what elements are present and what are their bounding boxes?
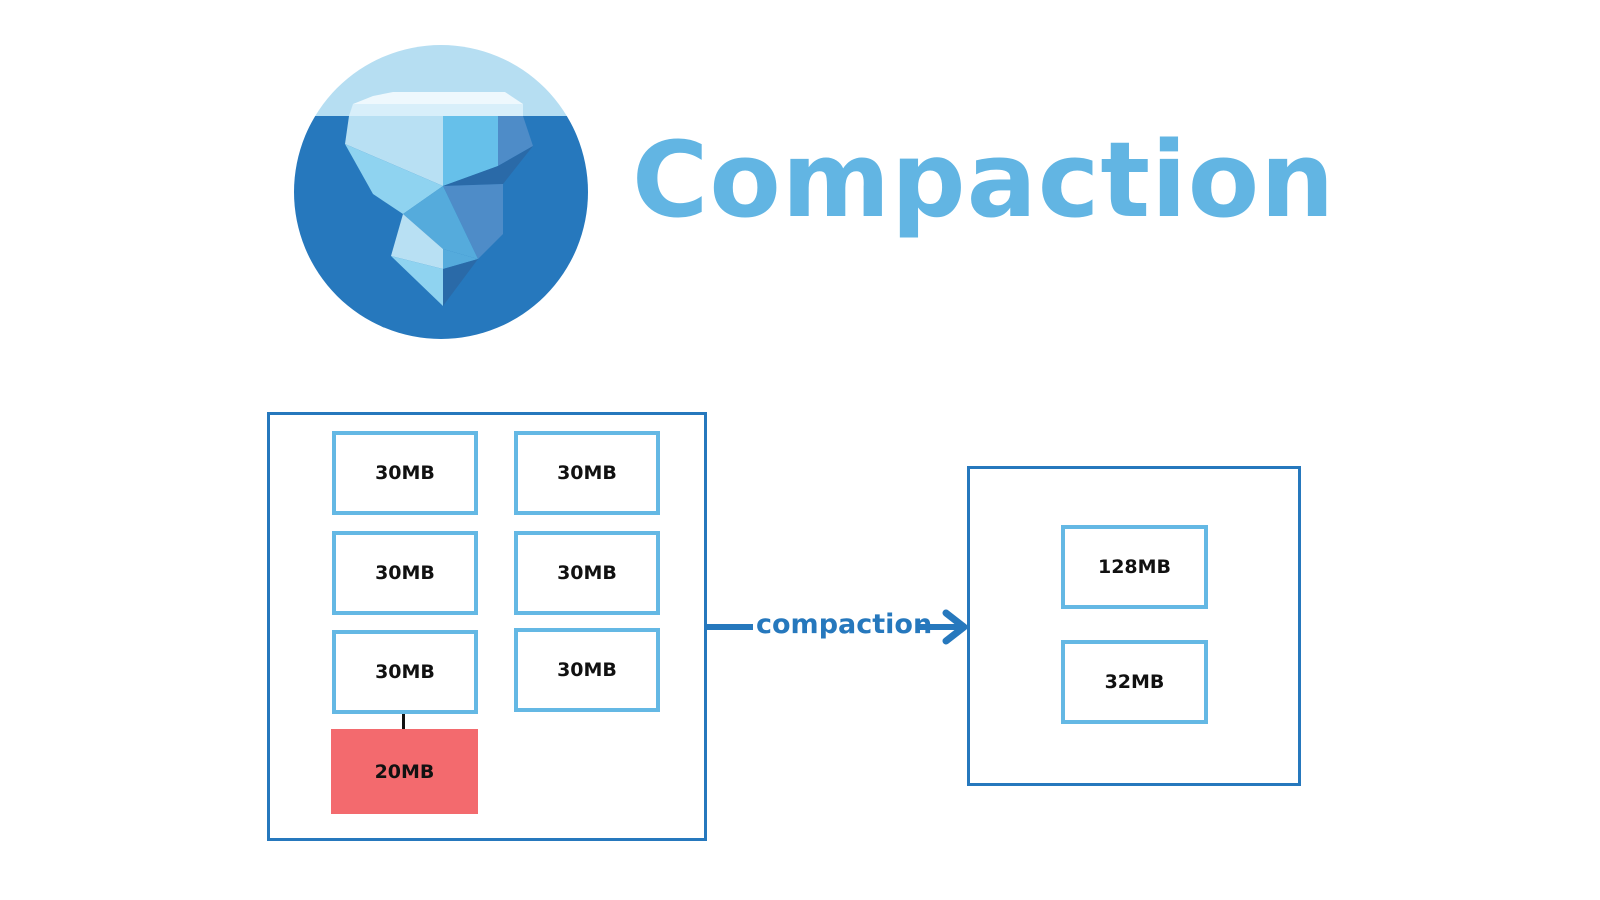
file-size-label: 30MB: [375, 661, 435, 683]
arrow-shaft-left: [707, 624, 753, 630]
iceberg-logo-icon: [294, 45, 588, 339]
page-title: Compaction: [632, 119, 1336, 241]
small-data-file: 20MB: [331, 729, 478, 814]
data-file: 30MB: [514, 628, 660, 712]
file-connector: [402, 714, 405, 730]
data-file: 30MB: [332, 431, 478, 515]
compaction-label: compaction: [756, 609, 933, 640]
file-size-label: 30MB: [557, 462, 617, 484]
file-size-label: 20MB: [374, 760, 435, 783]
arrow-head-icon: [942, 609, 968, 645]
data-file: 30MB: [514, 531, 660, 615]
arrow-shaft-right: [920, 624, 962, 630]
file-size-label: 128MB: [1097, 556, 1172, 578]
data-file: 30MB: [332, 630, 478, 714]
file-size-label: 30MB: [557, 659, 617, 681]
compacted-data-file: 32MB: [1061, 640, 1208, 724]
file-size-label: 30MB: [375, 562, 435, 584]
compacted-data-file: 128MB: [1061, 525, 1208, 609]
file-size-label: 32MB: [1104, 671, 1165, 693]
after-container: [967, 466, 1301, 786]
data-file: 30MB: [332, 531, 478, 615]
data-file: 30MB: [514, 431, 660, 515]
file-size-label: 30MB: [557, 562, 617, 584]
file-size-label: 30MB: [375, 462, 435, 484]
